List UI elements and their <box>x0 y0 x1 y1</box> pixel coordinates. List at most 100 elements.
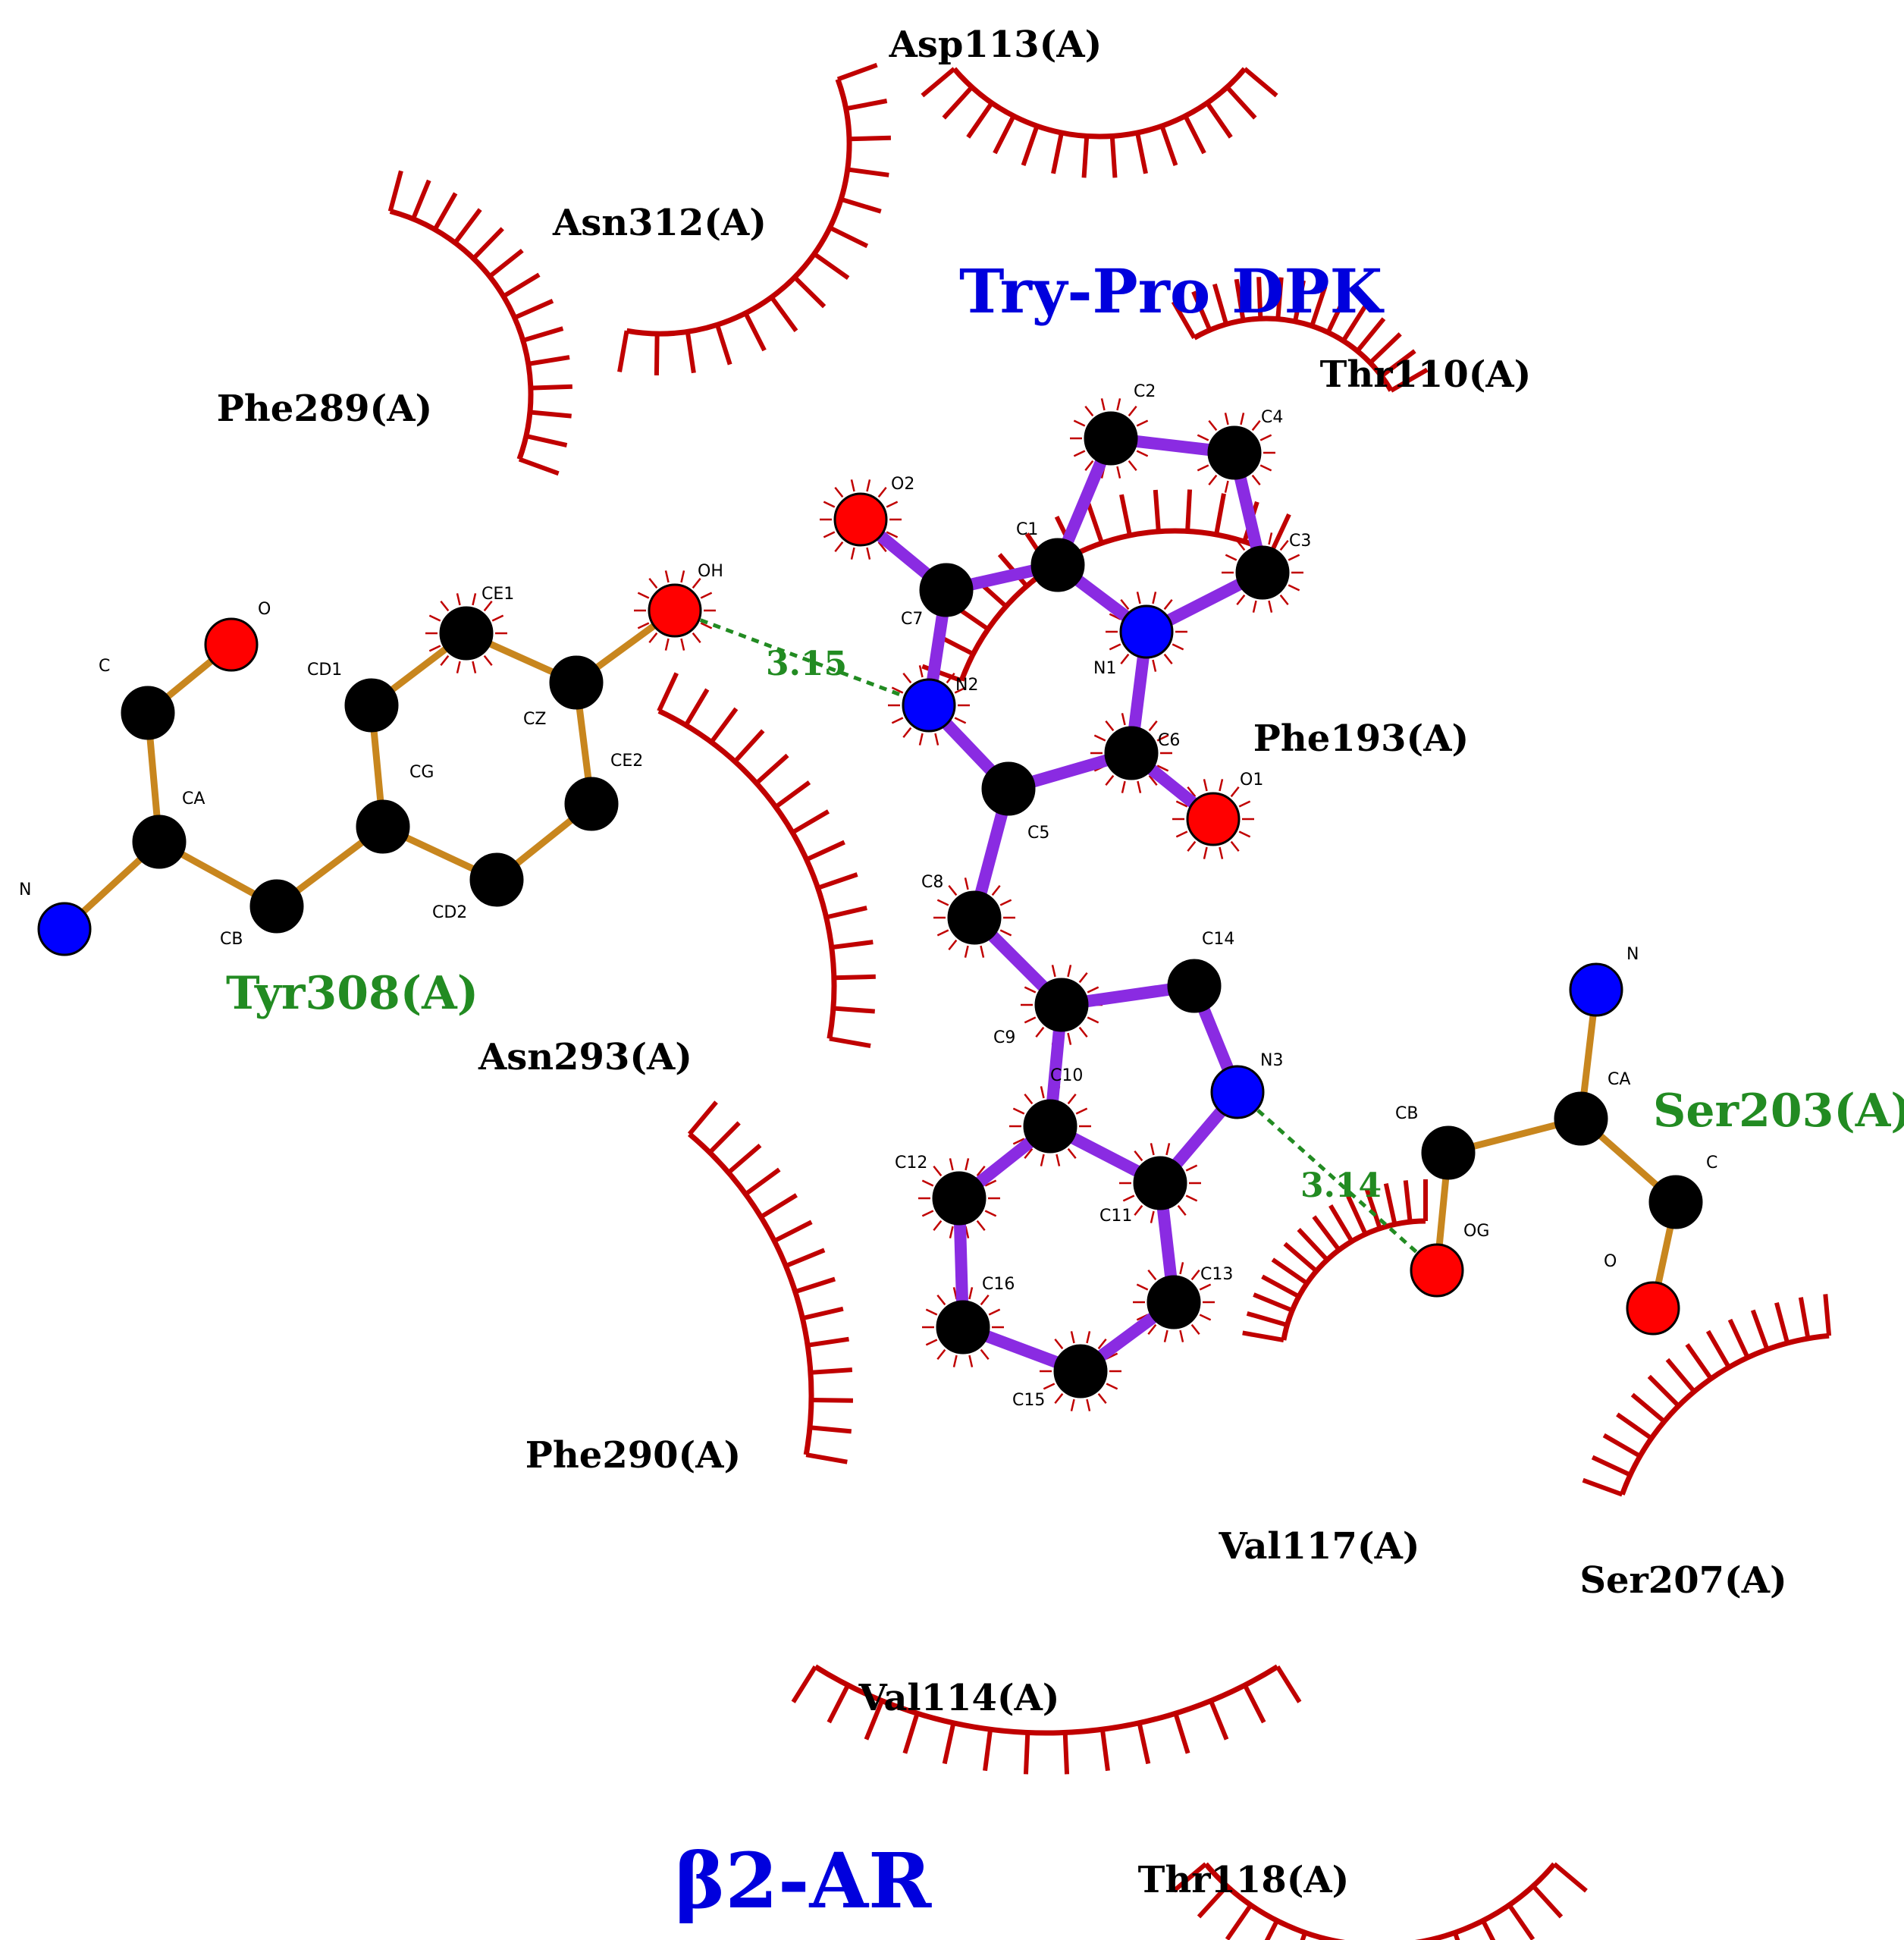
atom-label: CZ <box>523 710 546 729</box>
atom-t_c <box>121 686 175 740</box>
hydrogen-bond-line <box>1236 1091 1438 1272</box>
atom-c4 <box>1207 425 1262 480</box>
hydrophobic-arc-ser207a <box>1582 1294 1832 1497</box>
atom-label: C <box>99 657 110 676</box>
atom-label: N3 <box>1260 1051 1283 1070</box>
residue-label-tyr308: Tyr308(A) <box>226 967 478 1020</box>
atom-label: C12 <box>895 1154 927 1172</box>
atom-label: N <box>19 881 31 899</box>
hydrophobic-arc-phe289a <box>387 170 572 476</box>
hydrogen-bond-line <box>674 608 930 708</box>
atom-c11 <box>1133 1156 1187 1210</box>
atom-label: C2 <box>1134 382 1156 401</box>
hydrophobic-arc-phe193a <box>921 489 1291 683</box>
atom-label: N <box>1626 945 1639 964</box>
atom-c16 <box>936 1300 990 1355</box>
hydrophobic-arc-asp113a <box>921 67 1278 178</box>
atom-label: C8 <box>921 873 943 892</box>
atom-c6 <box>1104 726 1159 780</box>
atom-c9 <box>1034 978 1089 1032</box>
atom-s_cb <box>1421 1125 1476 1180</box>
residue-label: Asp113(A) <box>889 24 1103 66</box>
atom-c7 <box>919 563 974 617</box>
atom-label: C9 <box>993 1028 1015 1047</box>
residue-label: Phe290(A) <box>525 1434 741 1477</box>
atom-c3 <box>1235 545 1290 600</box>
atom-c1 <box>1030 538 1085 592</box>
hydrophobic-contacts <box>387 62 1832 1940</box>
atom-t_o <box>204 617 259 672</box>
atom-t_cz <box>549 655 604 710</box>
atom-label: CB <box>220 930 243 949</box>
atom-c14 <box>1167 959 1222 1013</box>
atom-label: C13 <box>1200 1265 1233 1284</box>
atom-label: O <box>1604 1252 1617 1271</box>
atom-t_n <box>37 902 92 956</box>
atom-label: C14 <box>1202 930 1234 949</box>
hbond-distance-2: 3.14 <box>1300 1166 1382 1205</box>
atom-contact-mark <box>634 570 716 651</box>
atom-label: C16 <box>982 1275 1015 1294</box>
atom-contact-mark <box>820 479 902 560</box>
hydrophobic-arc-thr110a <box>1171 277 1429 393</box>
hydrophobic-arc-asn312a <box>617 62 891 376</box>
atom-c2 <box>1084 411 1138 466</box>
residue-label: Asn312(A) <box>552 202 767 244</box>
atom-n2 <box>902 678 956 733</box>
atom-label: OH <box>698 562 723 581</box>
atom-contact-mark <box>1222 532 1303 613</box>
atom-t_ca <box>132 815 187 869</box>
residue-label: Ser207(A) <box>1579 1559 1786 1602</box>
atom-c5 <box>981 761 1036 816</box>
atom-t_ce2 <box>564 777 619 831</box>
residue-label: Thr118(A) <box>1138 1859 1350 1901</box>
atom-o1 <box>1186 792 1241 846</box>
atom-label: CE2 <box>610 752 643 771</box>
atom-t_cg <box>356 799 410 854</box>
atom-n1 <box>1119 604 1174 659</box>
residue-label: Phe193(A) <box>1253 717 1469 760</box>
atom-label: CA <box>182 789 205 808</box>
atom-t_cd2 <box>469 852 524 907</box>
atom-c10 <box>1023 1099 1077 1154</box>
hydrophobic-arc-asn293a <box>657 672 876 1048</box>
hydrophobic-arc-thr118a <box>1172 1862 1588 1940</box>
atom-s_o <box>1626 1281 1680 1336</box>
atom-label: CE1 <box>481 585 514 604</box>
atom-c13 <box>1146 1275 1201 1329</box>
bonds <box>61 432 1680 1377</box>
atom-label: C1 <box>1016 520 1038 539</box>
atom-o2 <box>833 492 888 547</box>
hydrophobic-arc-val117a <box>1242 1179 1428 1342</box>
atom-label: C5 <box>1027 824 1049 843</box>
atom-label: C15 <box>1012 1391 1045 1410</box>
hydrophobic-arc-phe290a <box>687 1100 853 1464</box>
atom-label: C <box>1706 1154 1717 1172</box>
atom-s_c <box>1648 1175 1703 1229</box>
atom-t_oh <box>648 583 702 638</box>
atom-n3 <box>1210 1065 1265 1119</box>
atom-label: CD1 <box>307 661 342 680</box>
atom-label: O <box>258 600 271 619</box>
atom-label: C7 <box>901 610 923 629</box>
atom-label: CG <box>409 763 434 782</box>
residue-label-ser203: Ser203(A) <box>1653 1085 1904 1138</box>
atom-t_ce1 <box>439 606 494 661</box>
atom-contact-mark <box>1172 779 1254 859</box>
atoms <box>37 411 1703 1398</box>
atom-label: C6 <box>1158 731 1180 750</box>
atom-contact-mark <box>918 1158 1000 1238</box>
atom-label: OG <box>1463 1222 1489 1241</box>
residue-label: Val117(A) <box>1218 1525 1419 1568</box>
atom-label: CA <box>1608 1070 1630 1089</box>
receptor-title: β2-AR <box>675 1836 932 1926</box>
residue-label: Phe289(A) <box>217 388 432 430</box>
atom-label: O1 <box>1240 771 1263 789</box>
atom-contact-mark <box>1070 398 1152 479</box>
atom-t_cd1 <box>344 678 399 733</box>
atom-label: N2 <box>955 676 978 695</box>
atom-c15 <box>1053 1344 1108 1398</box>
hbond-distance-1: 3.15 <box>766 645 847 683</box>
residue-label: Asn293(A) <box>478 1036 692 1078</box>
